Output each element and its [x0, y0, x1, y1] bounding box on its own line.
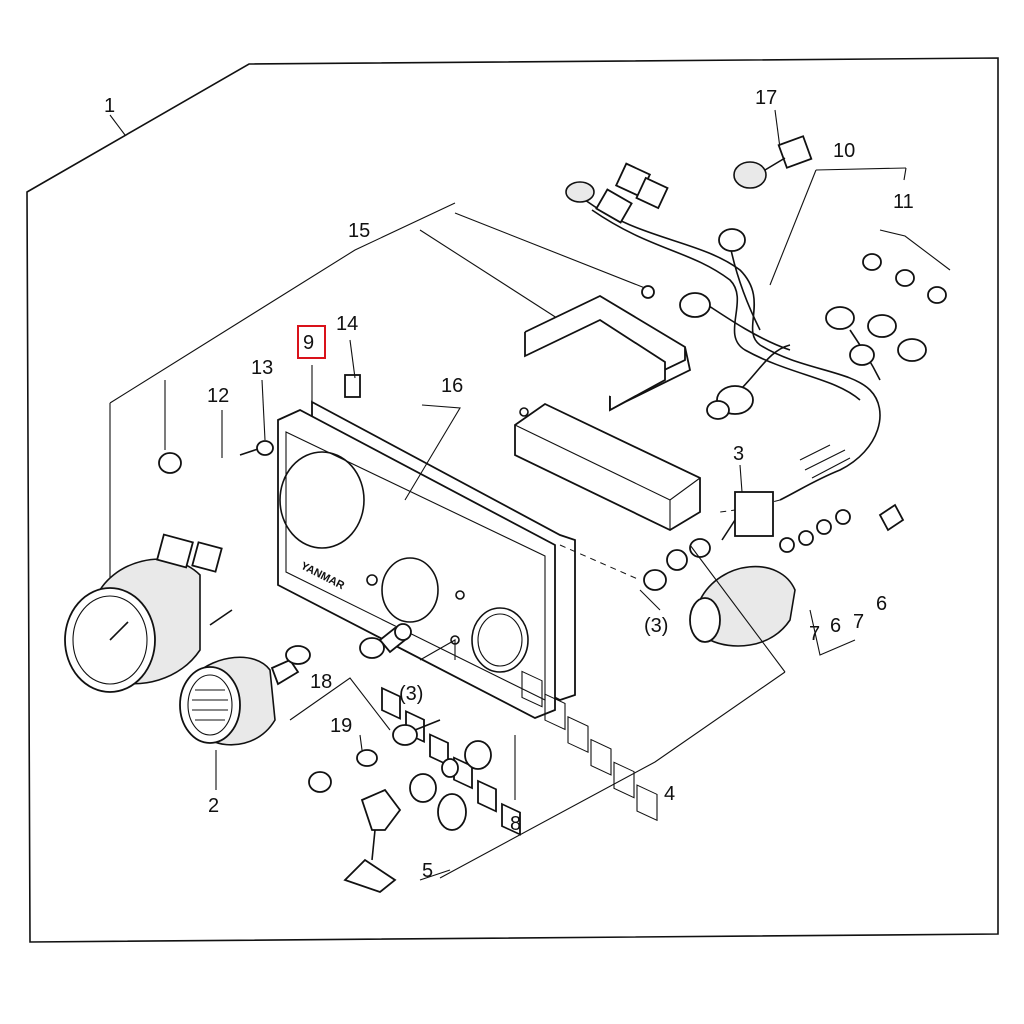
- label-8: 8: [510, 813, 521, 835]
- label-17: 17: [755, 87, 777, 109]
- label-5: 5: [422, 860, 433, 882]
- leaders-10-11: [769, 167, 951, 304]
- label-15: 15: [348, 220, 370, 242]
- label-7b: 7: [853, 611, 864, 633]
- label-19: 19: [330, 715, 352, 737]
- label-7a: 7: [809, 623, 820, 645]
- label-14: 14: [336, 313, 358, 335]
- label-9: 9: [303, 332, 314, 354]
- connector-17: [733, 109, 813, 189]
- instrument-panel: YANMAR: [277, 408, 556, 836]
- gauge: [64, 533, 233, 693]
- label-18: 18: [310, 671, 332, 693]
- wiring-harness: [565, 162, 927, 513]
- key-and-caps: [239, 374, 492, 894]
- leader-lines: [109, 114, 856, 881]
- label-3-ref-a: (3): [644, 615, 668, 637]
- part-labels: 1 2 3 4 5 6 6 7 7 8 10 11 12 13 14 15 16…: [104, 87, 914, 882]
- label-2: 2: [208, 795, 219, 817]
- bracket-15-group: [109, 202, 692, 588]
- label-3: 3: [733, 443, 744, 465]
- warning-lamp-windows: [381, 686, 521, 836]
- hour-meter-2: [179, 645, 311, 746]
- key-switch-4: [689, 509, 851, 647]
- label-4: 4: [664, 783, 675, 805]
- switch-parts: [359, 491, 905, 746]
- label-1: 1: [104, 95, 115, 117]
- label-10: 10: [833, 140, 855, 162]
- label-16: 16: [441, 375, 463, 397]
- label-3-ref-b: (3): [399, 683, 423, 705]
- label-12: 12: [207, 385, 229, 407]
- assembly-frame: [26, 57, 999, 943]
- highlight-box-9: [297, 325, 326, 359]
- label-6b: 6: [876, 593, 887, 615]
- label-11: 11: [893, 191, 914, 213]
- bulb-15: [158, 452, 182, 474]
- lamp-housing-16: [514, 402, 701, 822]
- label-6a: 6: [830, 615, 841, 637]
- label-13: 13: [251, 357, 273, 379]
